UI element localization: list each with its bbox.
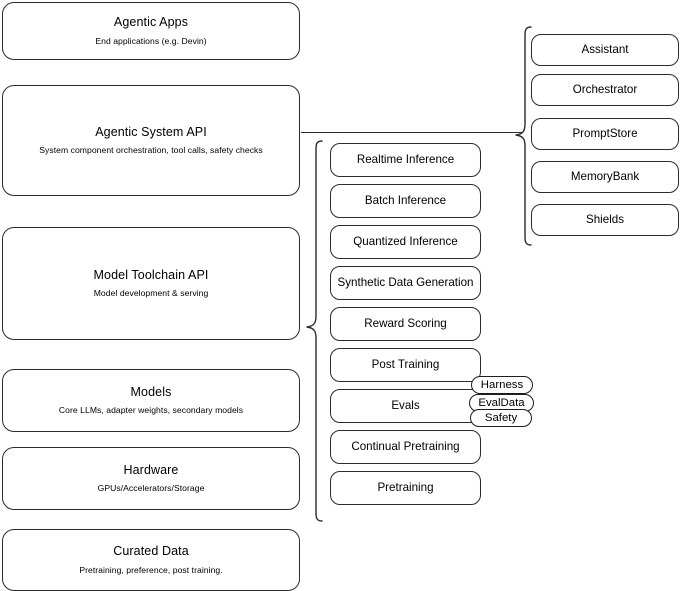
capability-box-reward-scoring[interactable]: Reward Scoring (330, 307, 481, 341)
connector-system-api-to-components (301, 132, 522, 134)
capability-label: Evals (391, 398, 420, 412)
layer-title: Model Toolchain API (93, 267, 209, 282)
capability-label: Realtime Inference (356, 152, 455, 166)
component-box-memorybank[interactable]: MemoryBank (531, 161, 679, 193)
layer-subtitle: Model development & serving (93, 288, 209, 299)
capability-label: Quantized Inference (353, 234, 458, 248)
capability-box-synthetic-data-generation[interactable]: Synthetic Data Generation (330, 266, 481, 300)
layer-title: Hardware (123, 462, 179, 477)
layer-title: Agentic System API (95, 124, 207, 139)
eval-badge-safety[interactable]: Safety (470, 409, 532, 427)
capability-label: Pretraining (377, 480, 434, 494)
capability-box-batch-inference[interactable]: Batch Inference (330, 184, 481, 218)
layer-subtitle: Pretraining, preference, post training. (79, 564, 223, 575)
layer-title: Models (130, 384, 172, 399)
component-label: Orchestrator (572, 82, 638, 96)
layer-subtitle: Core LLMs, adapter weights, secondary mo… (58, 405, 244, 416)
layer-box-hardware[interactable]: Hardware GPUs/Accelerators/Storage (2, 447, 300, 510)
eval-badge-harness[interactable]: Harness (471, 376, 533, 394)
layer-subtitle: End applications (e.g. Devin) (95, 35, 207, 46)
layer-box-models[interactable]: Models Core LLMs, adapter weights, secon… (2, 369, 300, 432)
component-label: MemoryBank (570, 169, 640, 183)
brace-system-components (515, 26, 532, 246)
brace-toolchain-capabilities (306, 140, 323, 522)
capability-box-pretraining[interactable]: Pretraining (330, 471, 481, 505)
layer-title: Agentic Apps (113, 15, 189, 30)
capability-label: Continual Pretraining (351, 439, 460, 453)
capability-box-quantized-inference[interactable]: Quantized Inference (330, 225, 481, 259)
capability-box-realtime-inference[interactable]: Realtime Inference (330, 143, 481, 177)
layer-title: Curated Data (113, 544, 189, 559)
component-label: PromptStore (572, 126, 638, 140)
capability-label: Synthetic Data Generation (337, 275, 474, 289)
component-box-shields[interactable]: Shields (531, 204, 679, 236)
component-box-promptstore[interactable]: PromptStore (531, 118, 679, 150)
layer-subtitle: GPUs/Accelerators/Storage (97, 483, 205, 494)
component-label: Assistant (581, 42, 629, 56)
capability-label: Reward Scoring (364, 316, 447, 330)
layer-box-agentic-apps[interactable]: Agentic Apps End applications (e.g. Devi… (2, 2, 300, 60)
layer-subtitle: System component orchestration, tool cal… (39, 145, 263, 156)
component-box-assistant[interactable]: Assistant (531, 34, 679, 66)
capability-box-post-training[interactable]: Post Training (330, 348, 481, 382)
layer-box-agentic-system-api[interactable]: Agentic System API System component orch… (2, 85, 300, 196)
eval-badge-label: Harness (480, 379, 524, 391)
component-box-orchestrator[interactable]: Orchestrator (531, 74, 679, 106)
capability-label: Batch Inference (364, 193, 447, 207)
eval-badge-label: EvalData (478, 397, 525, 409)
capability-label: Post Training (371, 357, 440, 371)
capability-box-continual-pretraining[interactable]: Continual Pretraining (330, 430, 481, 464)
capability-box-evals[interactable]: Evals (330, 389, 481, 423)
eval-badge-label: Safety (484, 412, 518, 424)
layer-box-curated-data[interactable]: Curated Data Pretraining, preference, po… (2, 529, 300, 591)
component-label: Shields (585, 212, 625, 226)
layer-box-model-toolchain-api[interactable]: Model Toolchain API Model development & … (2, 227, 300, 340)
